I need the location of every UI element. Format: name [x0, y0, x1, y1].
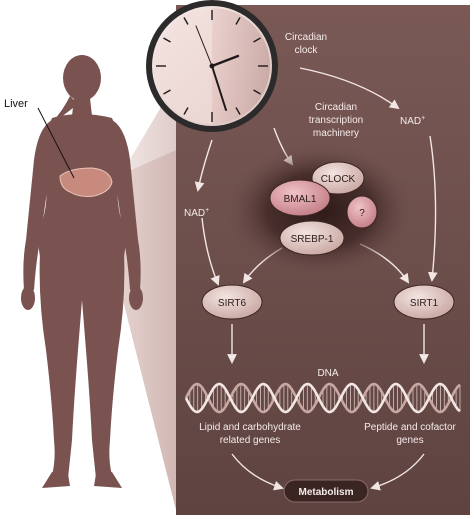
dna-helix: [184, 382, 461, 414]
arrow-nad-right-to-sirt1: [427, 135, 438, 282]
sirt6-node: SIRT6: [201, 284, 263, 320]
srebp1-node-label: SREBP-1: [291, 234, 334, 245]
clock-node: CLOCK: [311, 161, 365, 195]
lipid-genes-label-line2: related genes: [220, 435, 281, 446]
peptide-genes-label-line1: Peptide and cofactor: [364, 422, 456, 433]
arrow-nad-left-to-sirt6: [201, 217, 220, 286]
circadian-clock-label-line2: clock: [295, 45, 319, 56]
sirt1-node-label: SIRT1: [410, 298, 439, 309]
zoom-cone-upper: [120, 90, 176, 176]
liver-label: Liver: [4, 98, 28, 110]
arrow-peptide-to-metabolism: [370, 453, 425, 491]
arrow-lipid-to-metabolism: [231, 453, 284, 491]
metabolism-box: Metabolism: [283, 479, 369, 503]
nad-left-label: NAD+: [184, 207, 209, 219]
unknown-node: ?: [346, 195, 378, 229]
sirt6-node-label: SIRT6: [218, 298, 247, 309]
machinery-label-line1: Circadian: [315, 102, 357, 113]
peptide-genes-label-line2: genes: [396, 435, 423, 446]
dna-strand: [184, 382, 461, 414]
circadian-clock-label-line1: Circadian: [285, 32, 327, 43]
sirt1-node: SIRT1: [393, 284, 455, 320]
srebp1-node: SREBP-1: [279, 220, 345, 256]
metabolism-label: Metabolism: [298, 487, 353, 498]
liver-pointer: [37, 107, 75, 179]
bmal1-node: BMAL1: [269, 179, 331, 217]
bmal1-node-label: BMAL1: [284, 194, 317, 205]
arrow-clock-to-nad-right: [299, 67, 400, 110]
dna-label: DNA: [317, 368, 338, 379]
machinery-label-line2: transcription: [309, 115, 363, 126]
clock-icon: [146, 0, 278, 132]
nad-right-label: NAD+: [400, 115, 425, 127]
dna-strand: [184, 382, 461, 414]
clock-node-label: CLOCK: [321, 174, 356, 185]
machinery-label-line3: machinery: [313, 128, 359, 139]
unknown-node-label: ?: [359, 208, 365, 219]
arrow-clock-to-nad-left: [194, 139, 213, 192]
lipid-genes-label-line1: Lipid and carbohydrate: [199, 422, 301, 433]
